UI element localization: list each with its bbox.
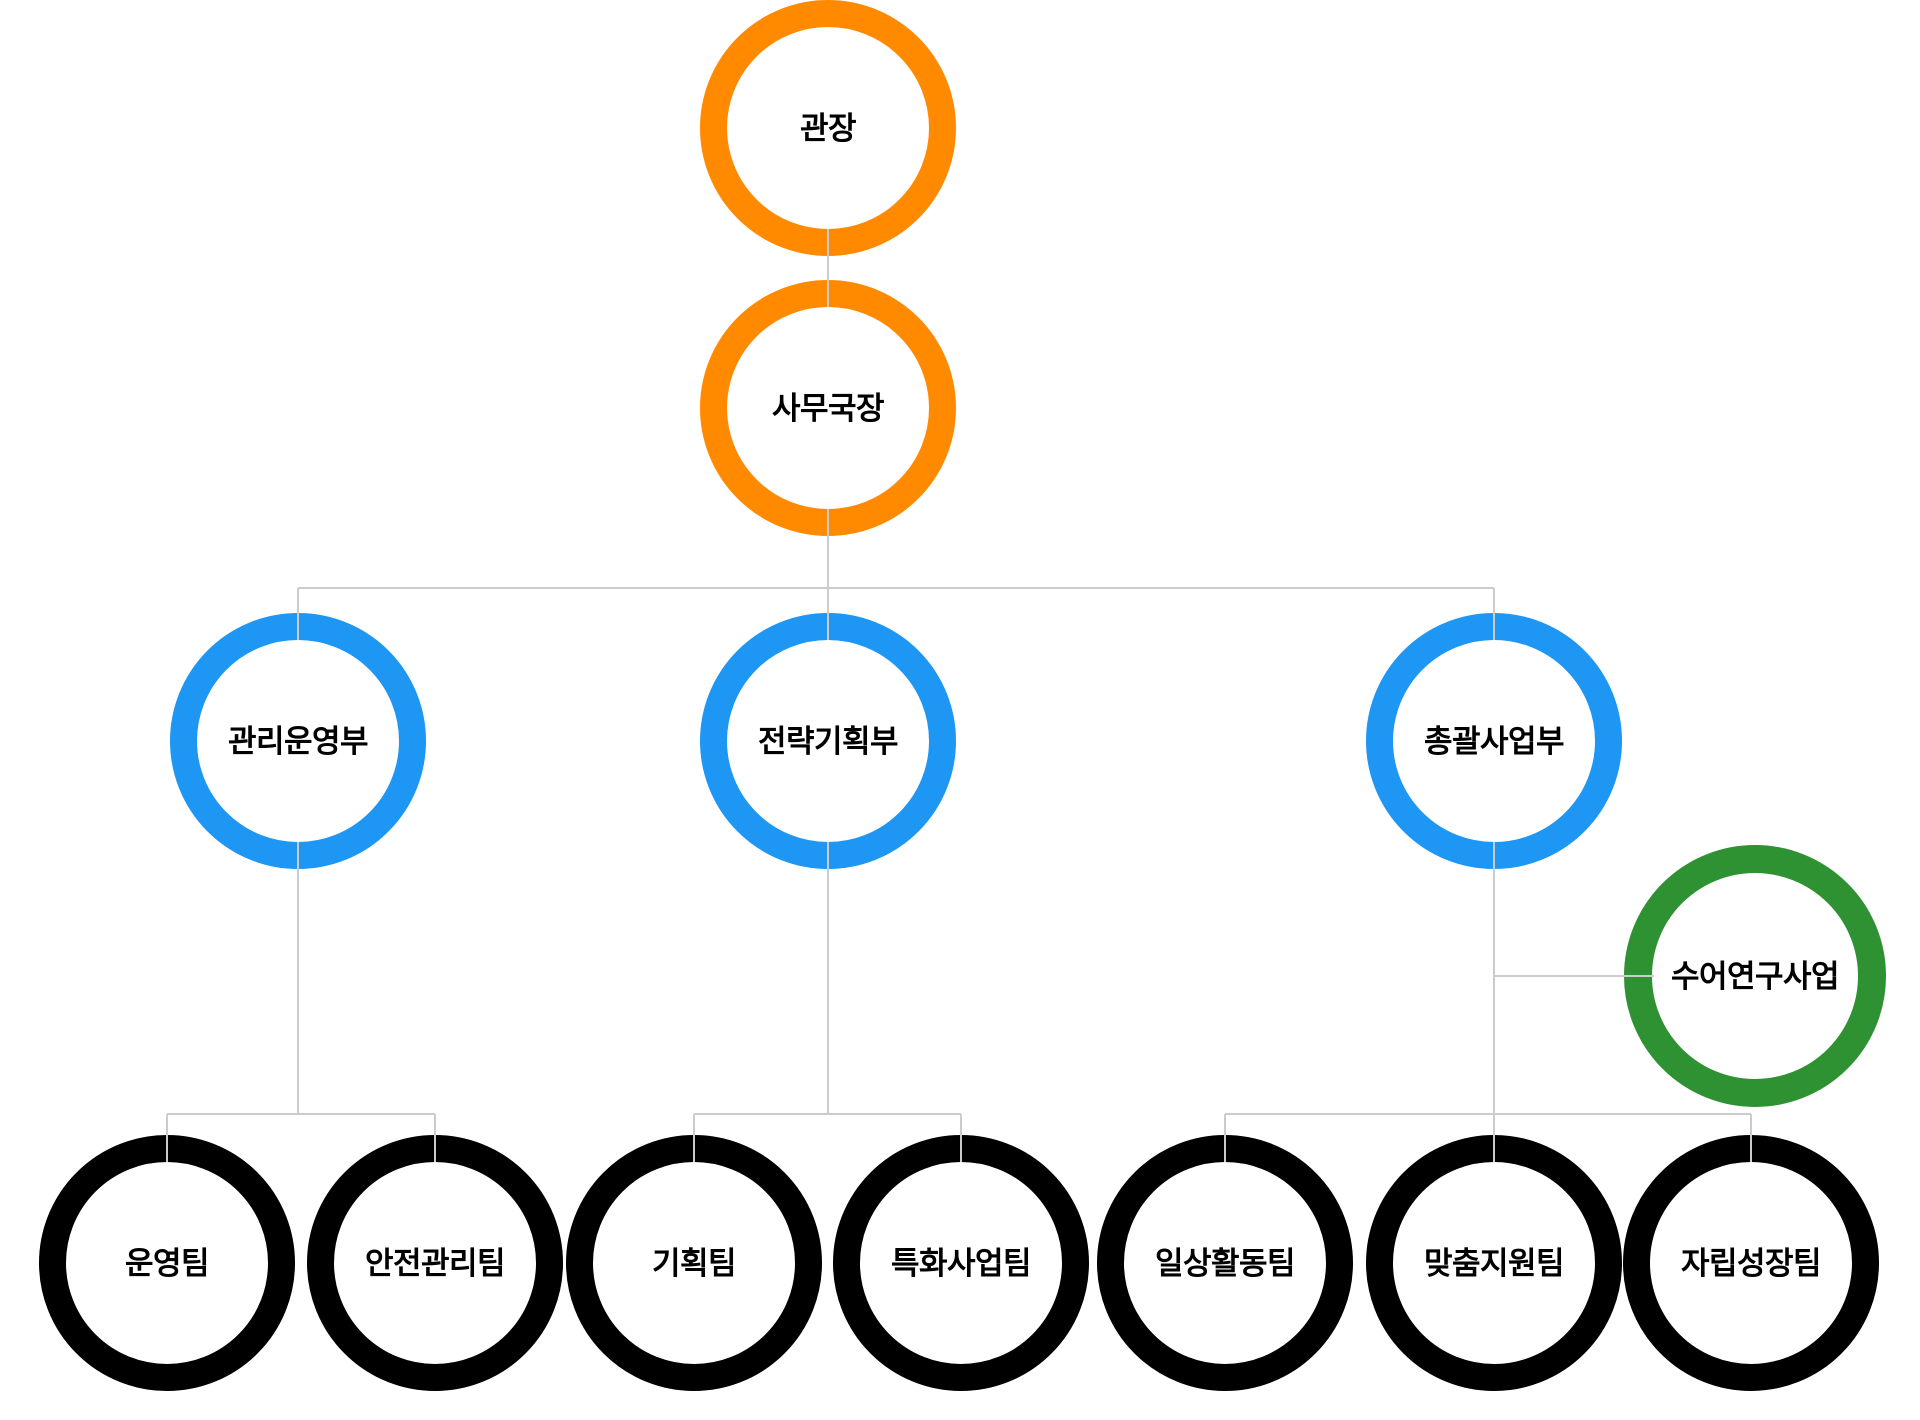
connector-management-operations-drop bbox=[297, 842, 299, 1114]
connector-drop-planning-team bbox=[693, 1114, 695, 1162]
org-node-customized-support-team-label: 맞춤지원팀 bbox=[1423, 1245, 1565, 1281]
org-node-specialized-business-team-label: 특화사업팀 bbox=[890, 1245, 1032, 1281]
org-node-planning-team: 기획팀 bbox=[566, 1135, 822, 1391]
org-node-independence-growth-team-label: 자립성장팀 bbox=[1680, 1245, 1822, 1281]
org-node-strategic-planning-dept: 전략기획부 bbox=[700, 613, 956, 869]
org-node-general-business-dept-label: 총괄사업부 bbox=[1423, 723, 1565, 759]
org-node-operations-team: 운영팀 bbox=[39, 1135, 295, 1391]
connector-drop-safety-management-team bbox=[434, 1114, 436, 1162]
org-node-general-business-dept: 총괄사업부 bbox=[1366, 613, 1622, 869]
org-node-sign-language-research: 수어연구사업 bbox=[1624, 845, 1886, 1107]
org-node-planning-team-label: 기획팀 bbox=[651, 1245, 737, 1281]
org-node-management-operations-dept-label: 관리운영부 bbox=[227, 723, 369, 759]
org-node-daily-activities-team: 일상활동팀 bbox=[1097, 1135, 1353, 1391]
connector-drop-general-business bbox=[1493, 588, 1495, 640]
org-node-secretary-general: 사무국장 bbox=[700, 280, 956, 536]
connector-level3-rail bbox=[298, 587, 1494, 589]
connector-strategic-planning-drop bbox=[827, 842, 829, 1114]
org-node-safety-management-team-label: 안전관리팀 bbox=[364, 1245, 506, 1281]
connector-drop-management-operations bbox=[297, 588, 299, 640]
connector-middle-team-rail bbox=[694, 1113, 961, 1115]
org-node-specialized-business-team: 특화사업팀 bbox=[833, 1135, 1089, 1391]
connector-right-team-rail bbox=[1225, 1113, 1751, 1115]
connector-drop-specialized-business-team bbox=[960, 1114, 962, 1162]
org-node-safety-management-team: 안전관리팀 bbox=[307, 1135, 563, 1391]
org-node-customized-support-team: 맞춤지원팀 bbox=[1366, 1135, 1622, 1391]
connector-drop-operations-team bbox=[166, 1114, 168, 1162]
connector-drop-independence-growth-team bbox=[1750, 1114, 1752, 1162]
org-node-secretary-general-label: 사무국장 bbox=[771, 390, 885, 426]
org-node-director-label: 관장 bbox=[799, 110, 857, 146]
connector-drop-daily-activities-team bbox=[1224, 1114, 1226, 1162]
org-node-operations-team-label: 운영팀 bbox=[124, 1245, 210, 1281]
org-node-daily-activities-team-label: 일상활동팀 bbox=[1154, 1245, 1296, 1281]
org-node-director: 관장 bbox=[700, 0, 956, 256]
org-node-sign-language-research-label: 수어연구사업 bbox=[1670, 958, 1840, 994]
org-node-independence-growth-team: 자립성장팀 bbox=[1623, 1135, 1879, 1391]
connector-director-secretary bbox=[827, 229, 829, 307]
connector-general-business-drop bbox=[1493, 842, 1495, 1162]
connector-left-team-rail bbox=[167, 1113, 435, 1115]
org-node-strategic-planning-dept-label: 전략기획부 bbox=[757, 723, 899, 759]
org-node-management-operations-dept: 관리운영부 bbox=[170, 613, 426, 869]
connector-secretary-drop bbox=[827, 509, 829, 640]
connector-branch-sign-language-research bbox=[1494, 975, 1654, 977]
